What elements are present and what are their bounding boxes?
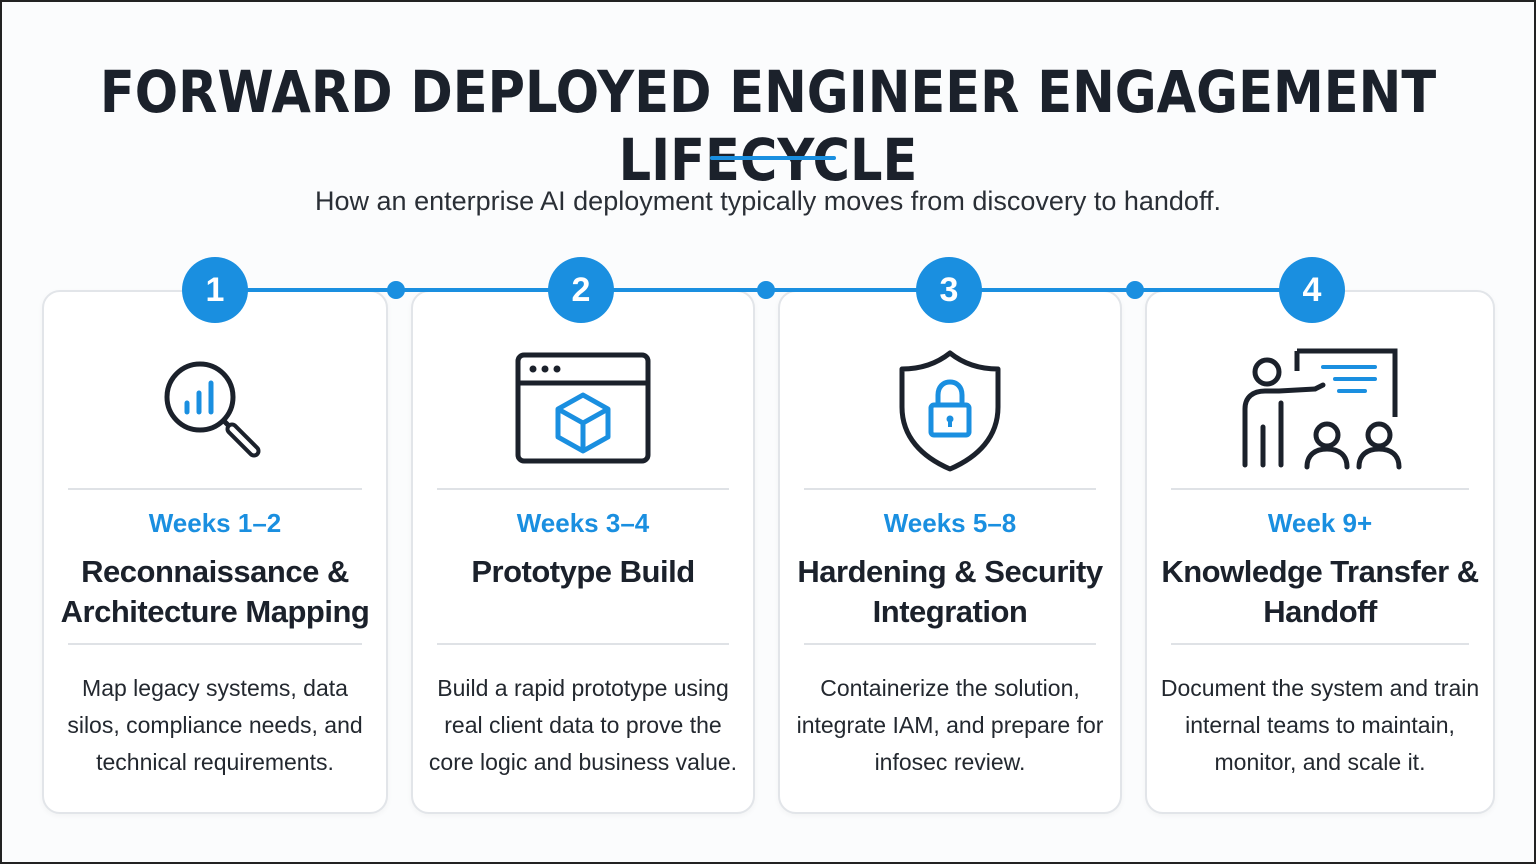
card-divider xyxy=(68,488,362,490)
magnifier-chart-icon xyxy=(44,347,386,477)
card-divider xyxy=(437,488,729,490)
stage-description: Build a rapid prototype using real clien… xyxy=(428,675,738,775)
stage-title: Knowledge Transfer & Handoff xyxy=(1161,554,1479,629)
step-badge-4: 4 xyxy=(1279,257,1345,323)
browser-cube-icon xyxy=(413,347,753,477)
card-divider xyxy=(1171,643,1469,645)
card-divider xyxy=(1171,488,1469,490)
stage-description: Containerize the solution, integrate IAM… xyxy=(796,675,1104,775)
card-divider xyxy=(804,488,1096,490)
timeline-dot xyxy=(1126,281,1144,299)
stage-title: Hardening & Security Integration xyxy=(797,554,1103,629)
card-divider xyxy=(804,643,1096,645)
step-badge-2: 2 xyxy=(548,257,614,323)
page-subtitle: How an enterprise AI deployment typicall… xyxy=(315,186,1221,216)
timeline-dot xyxy=(757,281,775,299)
stage-description: Map legacy systems, data silos, complian… xyxy=(67,675,363,775)
step-badge-3: 3 xyxy=(916,257,982,323)
card-divider xyxy=(68,643,362,645)
stage-weeks: Week 9+ xyxy=(1267,508,1373,538)
step-badge-1: 1 xyxy=(182,257,248,323)
stage-card-1: Weeks 1–2 Reconnaissance & Architecture … xyxy=(42,290,388,814)
title-underline xyxy=(710,156,836,160)
stage-title: Prototype Build xyxy=(471,554,695,589)
page-title: FORWARD DEPLOYED ENGINEER ENGAGEMENT LIF… xyxy=(99,58,1437,194)
stage-card-2: Weeks 3–4 Prototype Build Build a rapid … xyxy=(411,290,755,814)
shield-lock-icon xyxy=(780,347,1120,477)
stage-weeks: Weeks 5–8 xyxy=(883,508,1017,538)
stage-title: Reconnaissance & Architecture Mapping xyxy=(60,554,370,629)
card-divider xyxy=(437,643,729,645)
stage-card-4: Week 9+ Knowledge Transfer & Handoff Doc… xyxy=(1145,290,1495,814)
stage-weeks: Weeks 1–2 xyxy=(148,508,282,538)
stage-weeks: Weeks 3–4 xyxy=(516,508,650,538)
stage-description: Document the system and train internal t… xyxy=(1160,675,1480,775)
presenter-board-icon xyxy=(1147,347,1493,477)
timeline-dot xyxy=(387,281,405,299)
stage-card-3: Weeks 5–8 Hardening & Security Integrati… xyxy=(778,290,1122,814)
